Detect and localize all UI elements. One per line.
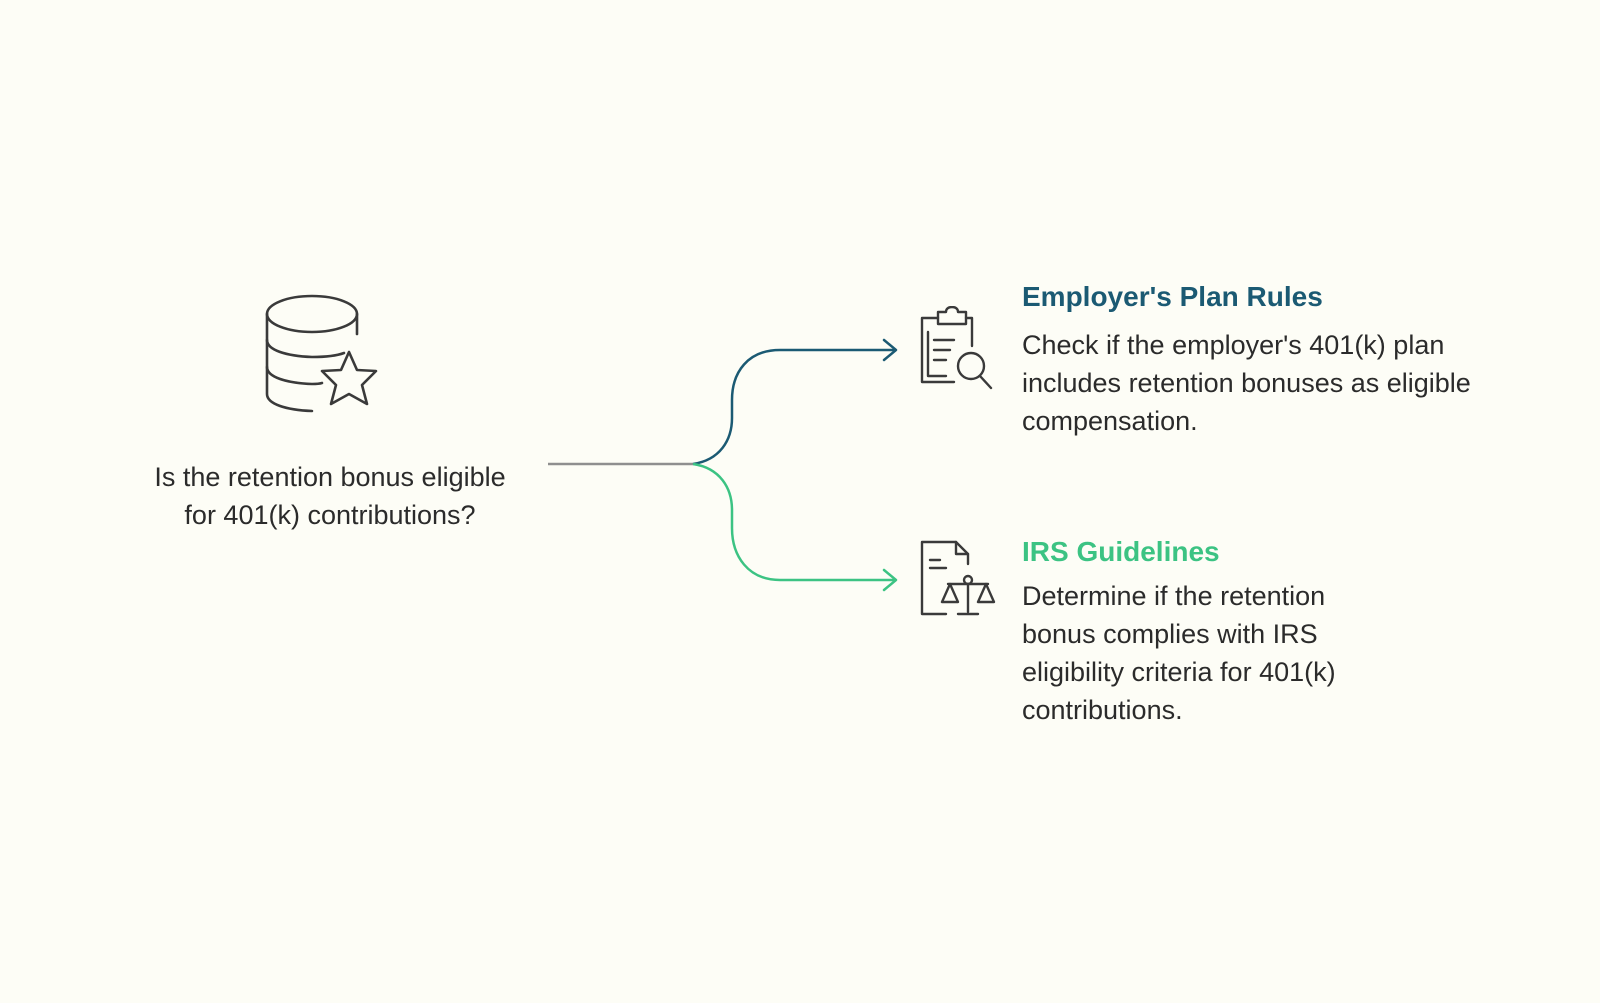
branch-description: Check if the employer's 401(k) plan incl… bbox=[1022, 330, 1471, 436]
branch-description: Determine if the retention bonus complie… bbox=[1022, 581, 1336, 725]
plan-arrowhead bbox=[882, 338, 898, 362]
irs-arrowhead bbox=[882, 568, 898, 592]
irs-connector-line bbox=[692, 462, 896, 582]
branch-title: Employer's Plan Rules bbox=[1022, 281, 1323, 312]
clipboard-search-icon bbox=[920, 306, 993, 390]
database-star-icon bbox=[265, 294, 378, 413]
branch-title: IRS Guidelines bbox=[1022, 536, 1220, 567]
branch-irs-guidelines: IRS Guidelines Determine if the retentio… bbox=[1022, 535, 1392, 729]
branch-employer-plan-rules: Employer's Plan Rules Check if the emplo… bbox=[1022, 280, 1482, 440]
document-scales-icon bbox=[920, 540, 996, 616]
root-question: Is the retention bonus eligible for 401(… bbox=[154, 462, 506, 530]
plan-connector-line bbox=[692, 348, 896, 466]
